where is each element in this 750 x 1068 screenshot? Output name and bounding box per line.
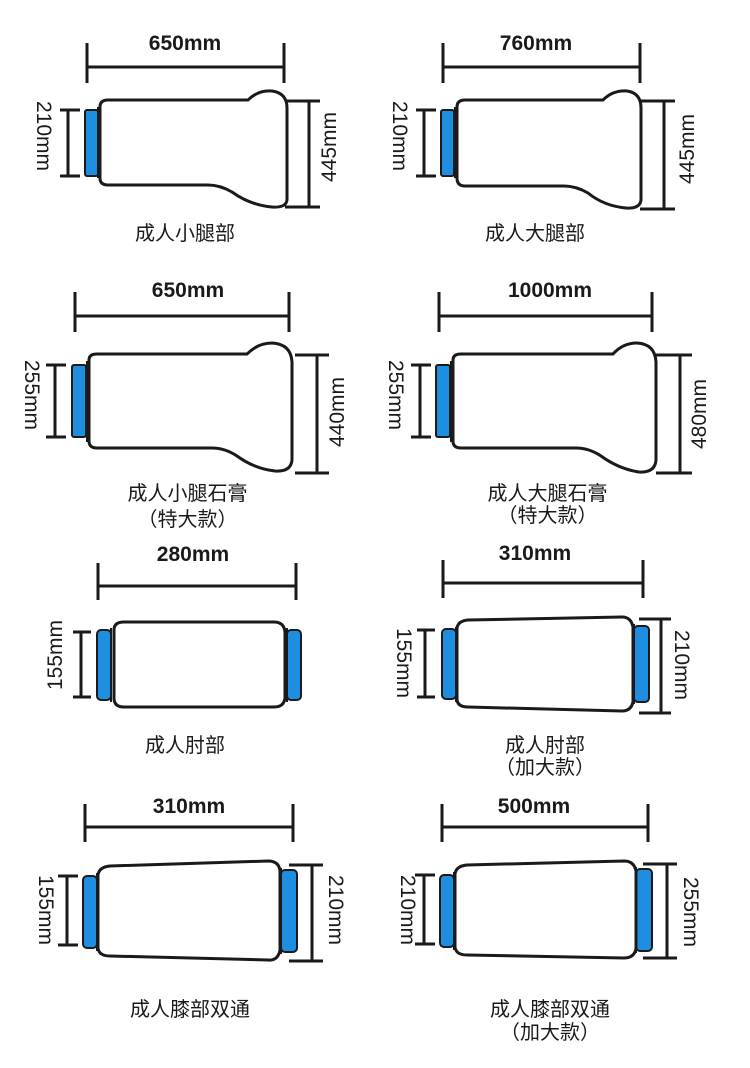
thigh-cast-width-label: 1000mm	[507, 279, 593, 302]
calf-cast-width-dimension-line	[73, 292, 291, 332]
calf-right-dimension-line	[285, 99, 320, 209]
knee-large-right-height-label: 255mm	[679, 877, 702, 948]
knee-large-blue-cuff-left	[439, 874, 455, 948]
calf-left-height-label: 210mm	[32, 101, 55, 172]
calf-blue-cuff	[84, 109, 99, 177]
calf-right-height-label: 445mm	[318, 112, 341, 183]
elbow-large-left-height-label: 155mm	[392, 628, 415, 699]
elbow-width-label: 280mm	[156, 543, 230, 566]
elbow-left-dimension-line	[73, 630, 91, 699]
thigh-left-dimension-line	[416, 108, 436, 178]
knee-blue-cuff-left	[82, 875, 98, 949]
elbow-large-caption-sub: （加大款）	[495, 755, 595, 779]
calf-cast-blue-cuff	[71, 364, 87, 438]
calf-cast-caption-sub: （特大款）	[137, 507, 238, 531]
knee-left-dimension-line	[58, 874, 78, 947]
knee-caption: 成人膝部双通	[130, 997, 250, 1021]
knee-large-width-label: 500mm	[497, 795, 571, 818]
knee-right-height-label: 210mm	[324, 875, 347, 946]
knee-large-left-dimension-line	[415, 873, 435, 946]
calf-width-dimension-line	[85, 43, 286, 83]
calf-cast-width-label: 650mm	[151, 279, 225, 302]
knee-right-dimension-line	[289, 863, 323, 963]
calf-cast-left-dimension-line	[46, 363, 66, 439]
thigh-width-dimension-line	[441, 43, 642, 83]
thigh-cover-body	[455, 89, 643, 210]
thigh-cast-blue-cuff	[435, 364, 451, 438]
thigh-right-dimension-line	[640, 99, 675, 211]
elbow-large-blue-cuff-right	[633, 625, 650, 703]
elbow-large-width-dimension-line	[441, 560, 645, 598]
thigh-left-height-label: 210mm	[388, 101, 411, 172]
knee-large-blue-cuff-right	[635, 868, 653, 952]
elbow-caption: 成人肘部	[145, 733, 225, 757]
knee-width-dimension-line	[83, 804, 295, 842]
thigh-right-height-label: 445mm	[676, 114, 699, 185]
thigh-width-label: 760mm	[499, 32, 573, 55]
elbow-left-height-label: 155mm	[44, 620, 67, 691]
knee-large-caption-sub: （加大款）	[500, 1020, 600, 1044]
elbow-large-caption: 成人肘部	[505, 733, 585, 757]
calf-cast-right-height-label: 440mm	[326, 377, 349, 448]
knee-blue-cuff-right	[280, 869, 298, 953]
thigh-cast-left-height-label: 255mm	[384, 360, 407, 431]
elbow-width-dimension-line	[96, 563, 298, 600]
calf-cover-body	[98, 89, 289, 209]
thigh-cast-caption: 成人大腿石膏	[487, 481, 608, 505]
knee-large-caption: 成人膝部双通	[490, 997, 610, 1021]
calf-left-dimension-line	[60, 108, 80, 178]
thigh-cast-width-dimension-line	[437, 292, 654, 332]
calf-width-label: 650mm	[148, 32, 222, 55]
elbow-large-blue-cuff-left	[441, 628, 457, 700]
elbow-large-width-label: 310mm	[498, 542, 572, 565]
calf-cast-body	[87, 341, 294, 473]
calf-cast-right-dimension-line	[295, 353, 329, 475]
thigh-cast-right-height-label: 480mm	[688, 379, 711, 450]
knee-large-cover-body	[453, 859, 638, 960]
calf-caption: 成人小腿部	[135, 221, 235, 245]
thigh-cast-caption-sub: （特大款）	[497, 503, 598, 527]
knee-cover-body	[96, 859, 282, 962]
elbow-large-cover-body	[455, 615, 635, 713]
thigh-blue-cuff	[440, 109, 455, 177]
knee-large-left-height-label: 210mm	[396, 875, 419, 946]
elbow-blue-cuff-left	[96, 629, 112, 701]
calf-cast-left-height-label: 255mm	[20, 360, 43, 431]
knee-width-label: 310mm	[152, 795, 226, 818]
elbow-large-right-dimension-line	[639, 617, 671, 715]
knee-large-right-dimension-line	[643, 862, 677, 960]
knee-large-width-dimension-line	[440, 804, 650, 842]
elbow-large-right-height-label: 210mm	[670, 630, 693, 701]
thigh-cast-body	[451, 341, 658, 474]
elbow-large-left-dimension-line	[417, 628, 435, 699]
calf-cast-caption: 成人小腿石膏	[127, 481, 248, 505]
knee-left-height-label: 155mm	[34, 875, 57, 946]
elbow-blue-cuff-right	[286, 629, 302, 701]
thigh-cast-right-dimension-line	[656, 353, 692, 475]
thigh-caption: 成人大腿部	[485, 221, 585, 245]
elbow-cover-body	[112, 620, 287, 709]
thigh-cast-left-dimension-line	[411, 363, 431, 439]
